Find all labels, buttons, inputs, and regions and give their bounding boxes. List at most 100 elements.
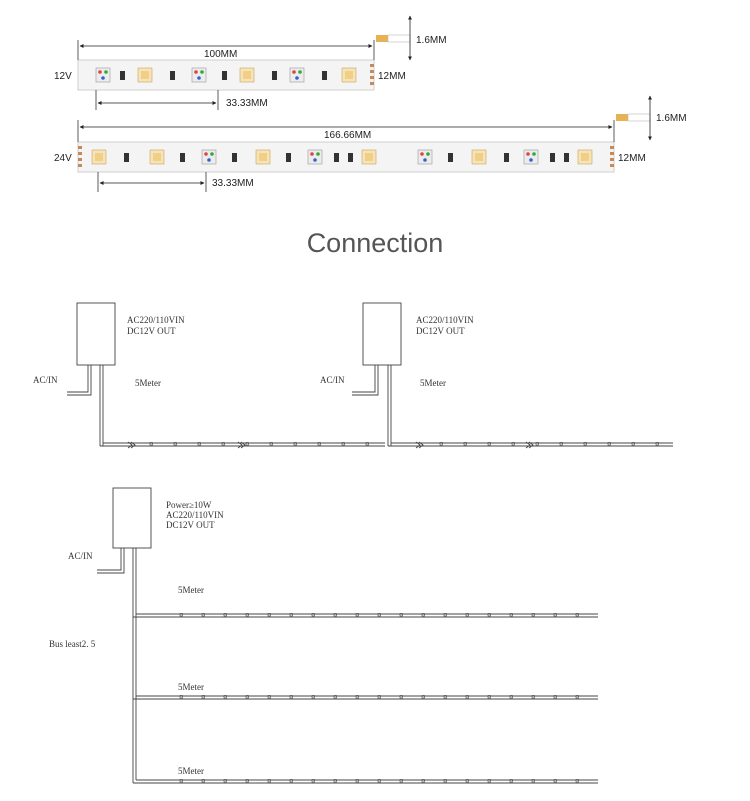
run-label-b: 5Meter [420, 378, 446, 388]
strip-chip-marker [245, 695, 249, 699]
strip-chip-marker [443, 779, 447, 783]
resistor [272, 71, 277, 80]
phosphor [259, 153, 267, 161]
strip-chip-marker [179, 779, 183, 783]
resistor [180, 153, 185, 162]
blue-die [529, 158, 533, 162]
blue-die [207, 158, 211, 162]
red-die [194, 70, 198, 74]
strip-chip-marker [487, 695, 491, 699]
red-die [310, 152, 314, 156]
phosphor [243, 71, 251, 79]
rgb-led-chip [201, 149, 217, 165]
strip-chip-marker [559, 442, 563, 446]
driver-c-input-line1: AC220/110VIN [166, 510, 224, 520]
strip-chip-marker [333, 779, 337, 783]
strip-chip-marker [421, 613, 425, 617]
strip-chip-marker [201, 695, 205, 699]
driver-box-c [112, 487, 152, 549]
green-die [532, 152, 536, 156]
dim-length-label: 100MM [204, 49, 237, 60]
ac-label-c: AC/IN [68, 551, 93, 561]
resistor [448, 153, 453, 162]
strip-chip-marker [289, 779, 293, 783]
driver-b-input-line1: AC220/110VIN [416, 315, 474, 325]
strip-chip-marker [341, 442, 345, 446]
strip-chip-marker [179, 613, 183, 617]
strip-24v: 166.66MM 33.33MM 24V 12MM 1.6MM [54, 95, 687, 192]
driver-b-input-line2: DC12V OUT [416, 326, 465, 336]
strip-chip-marker [201, 779, 205, 783]
red-die [204, 152, 208, 156]
strip-chip-marker [223, 613, 227, 617]
strip-chip-marker [245, 779, 249, 783]
phosphor [141, 71, 149, 79]
run-label-c1: 5Meter [178, 585, 204, 595]
strip-chip-marker [355, 779, 359, 783]
thickness-sample [376, 35, 388, 42]
strip-chip-marker [267, 779, 271, 783]
strip-chip-marker [333, 613, 337, 617]
green-die [200, 70, 204, 74]
strip-chip-marker [443, 613, 447, 617]
run-label-a: 5Meter [135, 378, 161, 388]
red-die [420, 152, 424, 156]
strip-chip-marker [607, 442, 611, 446]
rgb-led-chip [523, 149, 539, 165]
blue-die [313, 158, 317, 162]
strip-chip-marker [267, 695, 271, 699]
strip-chip-marker [421, 695, 425, 699]
strip-chip-marker [365, 442, 369, 446]
strip-chip-marker [311, 779, 315, 783]
strip-chip-marker [399, 613, 403, 617]
strip-chip-marker [553, 695, 557, 699]
strip-chip-marker [173, 442, 177, 446]
resistor [232, 153, 237, 162]
red-die [292, 70, 296, 74]
bus-label: Bus least2. 5 [49, 639, 96, 649]
strip-chip-marker [535, 442, 539, 446]
section-title: Connection [307, 228, 444, 258]
resistor [334, 153, 339, 162]
strip-chip-marker [221, 442, 225, 446]
resistor [120, 71, 125, 80]
strip-chip-marker [355, 613, 359, 617]
strip-chip-marker [487, 613, 491, 617]
diagram-single-a [67, 302, 385, 449]
strip-chip-marker [311, 613, 315, 617]
blue-die [295, 76, 299, 80]
rgb-led-chip [191, 67, 207, 83]
strip-chip-marker [269, 442, 273, 446]
strip-chip-marker [655, 442, 659, 446]
strip-chip-marker [465, 695, 469, 699]
strip-chip-marker [377, 695, 381, 699]
strip-chip-marker [465, 779, 469, 783]
strip-run-a-chips [149, 442, 369, 446]
strip-chip-marker [509, 779, 513, 783]
blue-die [101, 76, 105, 80]
strip-chip-marker [399, 779, 403, 783]
strip-chip-marker [443, 695, 447, 699]
blue-die [423, 158, 427, 162]
strip-chip-marker [531, 695, 535, 699]
strip-chip-marker [575, 613, 579, 617]
strip-chip-marker [583, 442, 587, 446]
strip-chip-marker [463, 442, 467, 446]
thickness-label: 1.6MM [416, 35, 447, 46]
width-label: 12MM [378, 71, 406, 82]
phosphor [581, 153, 589, 161]
driver-box-b [362, 302, 402, 366]
strip-chip-marker [439, 442, 443, 446]
dim-length-label-24v: 166.66MM [324, 130, 371, 141]
strip-chip-marker [355, 695, 359, 699]
driver-a-input-line1: AC220/110VIN [127, 315, 185, 325]
voltage-label: 12V [54, 71, 72, 82]
width-label-24v: 12MM [618, 153, 646, 164]
strip-chip-marker [531, 779, 535, 783]
resistor [222, 71, 227, 80]
dim-cut-label-24v: 33.33MM [212, 178, 254, 189]
strip-chip-marker [553, 613, 557, 617]
run-label-c3: 5Meter [178, 766, 204, 776]
strip-chip-marker [293, 442, 297, 446]
strip-chip-marker [197, 442, 201, 446]
